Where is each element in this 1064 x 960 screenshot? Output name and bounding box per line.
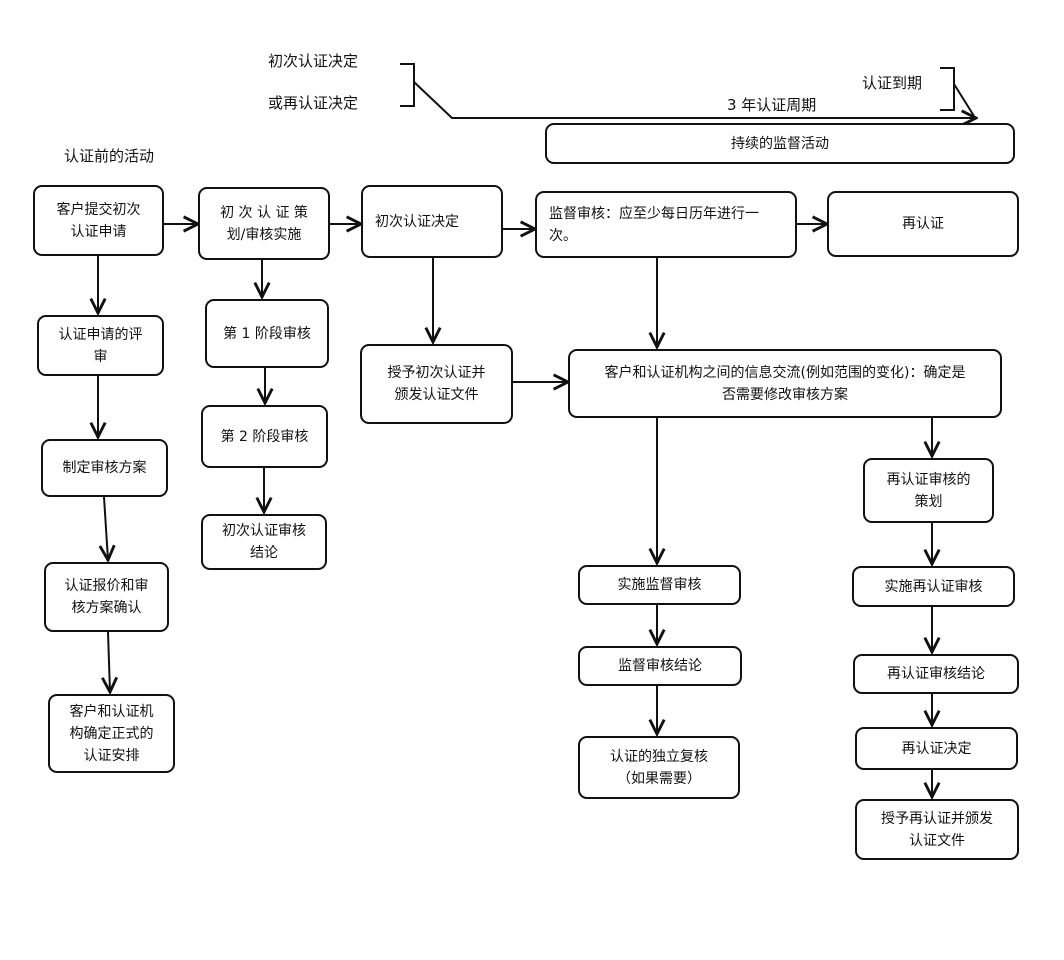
right-bracket bbox=[940, 67, 955, 111]
stage2-box: 第 2 阶段审核 bbox=[201, 405, 328, 468]
formal-arrangement-box: 客户和认证机 构确定正式的 认证安排 bbox=[48, 694, 175, 773]
arrow-quote-arrangement bbox=[108, 631, 110, 692]
initial-conclusion-box: 初次认证审核 结论 bbox=[201, 514, 327, 570]
quote-confirm-box: 认证报价和审 核方案确认 bbox=[44, 562, 169, 632]
recert-conclusion-box: 再认证审核结论 bbox=[853, 654, 1019, 694]
client-apply-box: 客户提交初次 认证申请 bbox=[33, 185, 164, 256]
recert-planning-box: 再认证审核的 策划 bbox=[863, 458, 994, 523]
recert-decision-label: 或再认证决定 bbox=[268, 94, 359, 112]
make-program-box: 制定审核方案 bbox=[41, 439, 168, 497]
stage1-box: 第 1 阶段审核 bbox=[205, 299, 329, 368]
grant-recert-box: 授予再认证并颁发 认证文件 bbox=[855, 799, 1019, 860]
recertification-box: 再认证 bbox=[827, 191, 1019, 257]
info-exchange-box: 客户和认证机构之间的信息交流(例如范围的变化)：确定是 否需要修改审核方案 bbox=[568, 349, 1002, 418]
surveillance-conclusion-box: 监督审核结论 bbox=[578, 646, 742, 686]
expiry-label: 认证到期 bbox=[862, 74, 923, 92]
arrow-program-quote bbox=[104, 496, 108, 560]
initial-planning-box: 初 次 认 证 策 划/审核实施 bbox=[198, 187, 330, 260]
grant-initial-box: 授予初次认证并 颁发认证文件 bbox=[360, 344, 513, 424]
cycle-label: 3 年认证周期 bbox=[727, 96, 817, 114]
independent-review-box: 认证的独立复核 （如果需要） bbox=[578, 736, 740, 799]
initial-decision-box: 初次认证决定 bbox=[361, 185, 503, 258]
pre-activities-label: 认证前的活动 bbox=[64, 147, 155, 165]
left-bracket bbox=[400, 63, 415, 107]
expiry-tick bbox=[953, 83, 975, 117]
do-surveillance-box: 实施监督审核 bbox=[578, 565, 741, 605]
initial-decision-label: 初次认证决定 bbox=[268, 52, 359, 70]
recert-decision-box: 再认证决定 bbox=[855, 727, 1018, 770]
timeline-arrow bbox=[413, 81, 976, 118]
ongoing-surveillance-box: 持续的监督活动 bbox=[545, 123, 1015, 164]
do-recert-box: 实施再认证审核 bbox=[852, 566, 1015, 607]
surveillance-audit-box: 监督审核：应至少每日历年进行一 次。 bbox=[535, 191, 797, 258]
review-apply-box: 认证申请的评 审 bbox=[37, 315, 164, 376]
